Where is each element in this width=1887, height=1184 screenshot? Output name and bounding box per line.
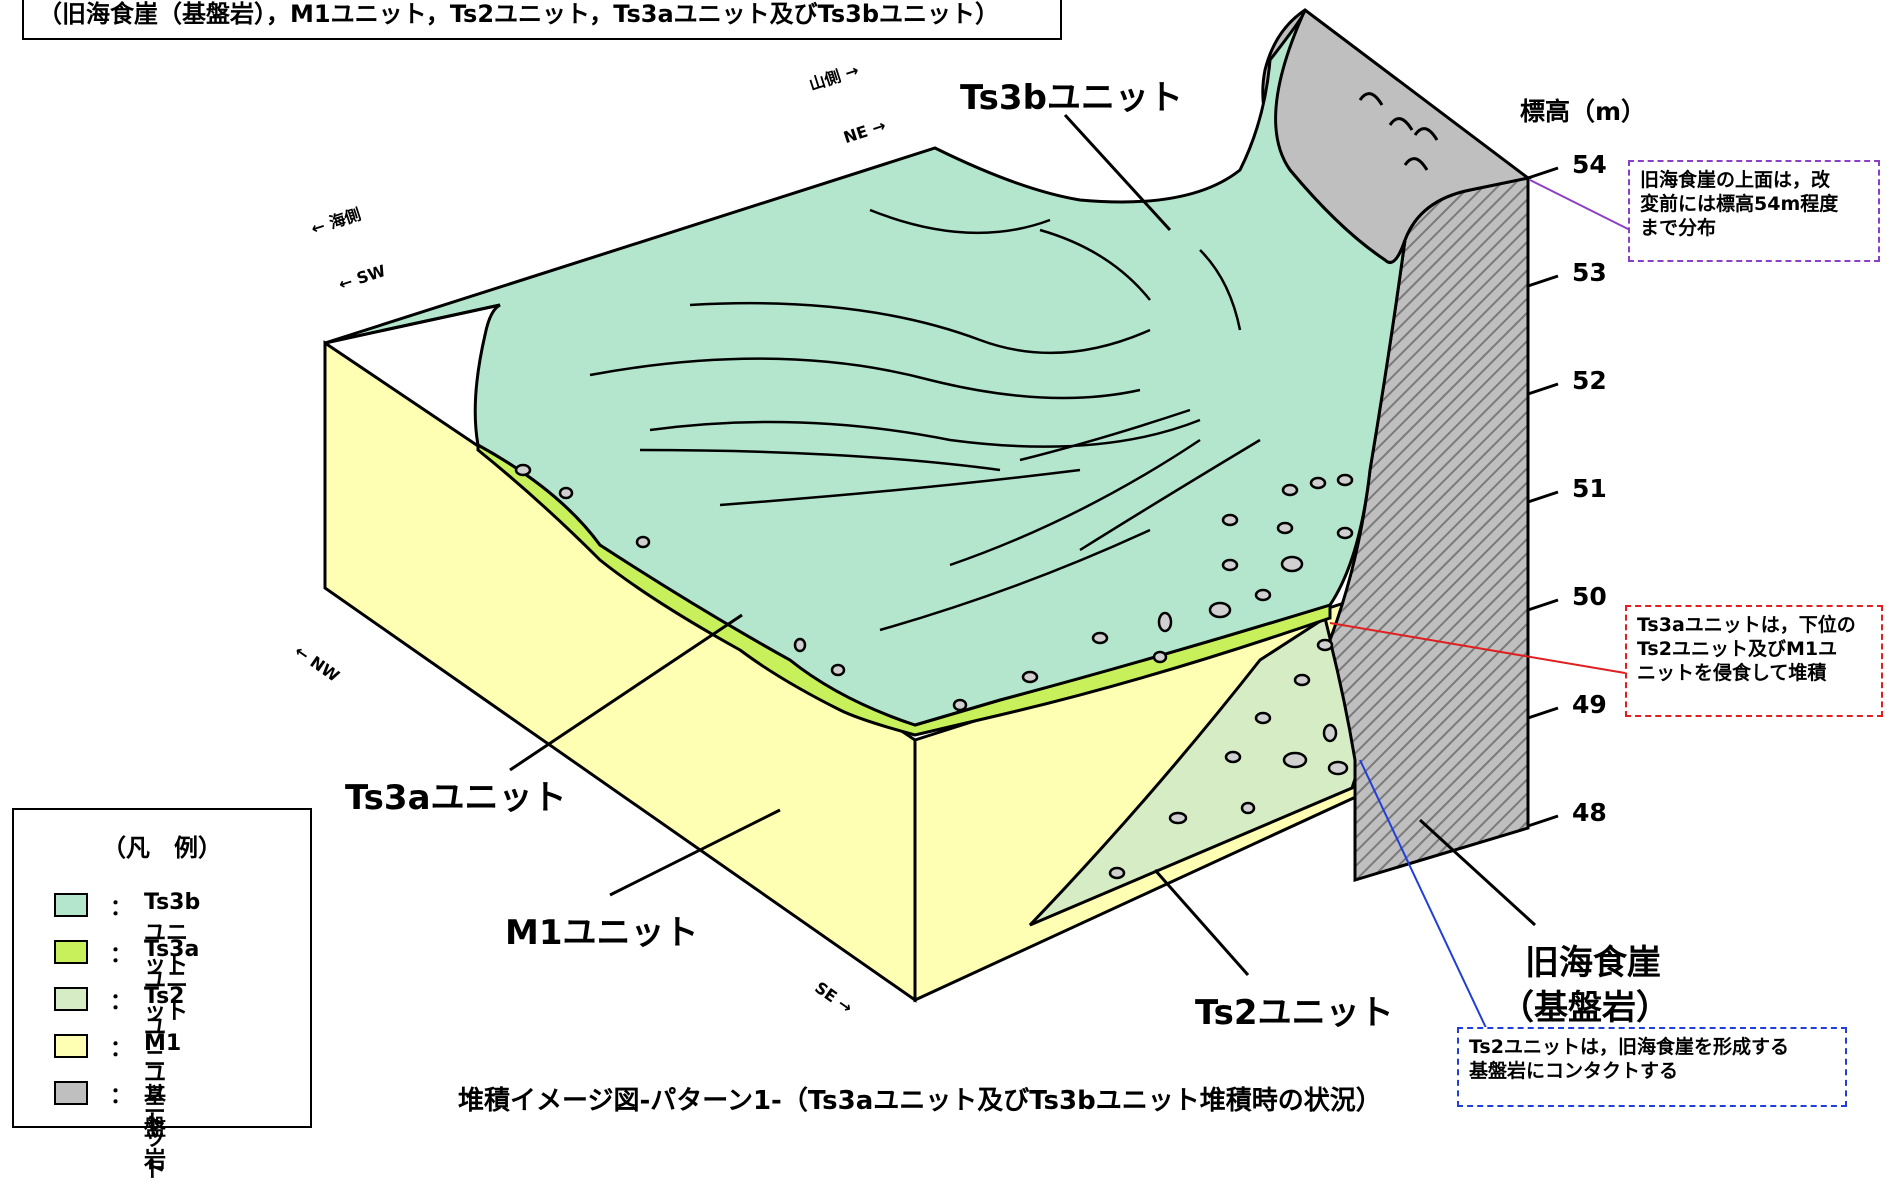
note-cliff-top-line1: 旧海食崖の上面は，改 bbox=[1640, 169, 1831, 191]
elevation-scale bbox=[1526, 166, 1559, 828]
note-cliff-top-line2: 変前には標高54m程度 bbox=[1640, 193, 1839, 215]
note-cliff-top-line3: まで分布 bbox=[1640, 217, 1717, 239]
note-ts3a-line1: Ts3aユニットは，下位の bbox=[1637, 614, 1856, 636]
figure-caption: 堆積イメージ図-パターン1-（Ts3aユニット及びTs3bユニット堆積時の状況） bbox=[458, 1086, 1382, 1116]
note-cliff-top: 旧海食崖の上面は，改 変前には標高54m程度 まで分布 bbox=[1628, 160, 1880, 262]
elevation-tick-50: 50 bbox=[1572, 582, 1607, 611]
leader-lines bbox=[509, 113, 1537, 976]
note-ts3a-line3: ニットを侵食して堆積 bbox=[1637, 662, 1827, 684]
elevation-tick-53: 53 bbox=[1572, 258, 1607, 287]
legend-title: （凡 例） bbox=[102, 834, 222, 862]
label-ts2: Ts2ユニット bbox=[1195, 993, 1394, 1033]
legend: （凡 例） ： Ts3bユニット ： Ts3aユニット ： Ts2ユニット ： … bbox=[12, 808, 312, 1183]
ts2-wedge bbox=[1028, 615, 1360, 927]
block-diagram bbox=[323, 8, 1631, 1031]
label-m1: M1ユニット bbox=[505, 913, 699, 953]
elevation-tick-51: 51 bbox=[1572, 474, 1607, 503]
legend-swatch-bedrock bbox=[54, 1081, 88, 1105]
legend-swatch-ts3a bbox=[54, 940, 88, 964]
label-cliff-sub: （基盤岩） bbox=[1500, 988, 1670, 1028]
label-ts3b: Ts3bユニット bbox=[960, 78, 1183, 118]
legend-swatch-m1 bbox=[54, 1034, 88, 1058]
note-ts2-line1: Ts2ユニットは，旧海食崖を形成する bbox=[1469, 1036, 1789, 1058]
legend-swatch-ts2 bbox=[54, 987, 88, 1011]
label-cliff: 旧海食崖 bbox=[1525, 943, 1661, 983]
legend-swatch-ts3b bbox=[54, 893, 88, 917]
elevation-tick-48: 48 bbox=[1572, 798, 1607, 827]
elevation-tick-49: 49 bbox=[1572, 690, 1607, 719]
figure-title: （旧海食崖（基盤岩），M1ユニット，Ts2ユニット，Ts3aユニット及びTs3b… bbox=[38, 0, 1000, 28]
ts3b-flow-lines bbox=[589, 208, 1261, 632]
elevation-tick-52: 52 bbox=[1572, 366, 1607, 395]
elevation-title: 標高（m） bbox=[1520, 97, 1647, 126]
note-ts2-line2: 基盤岩にコンタクトする bbox=[1469, 1060, 1679, 1082]
label-ts3a: Ts3aユニット bbox=[345, 778, 567, 818]
note-ts3a-line2: Ts2ユニット及びM1ユ bbox=[1637, 638, 1838, 660]
gravel bbox=[514, 463, 1354, 880]
note-ts3a: Ts3aユニットは，下位の Ts2ユニット及びM1ユ ニットを侵食して堆積 bbox=[1625, 605, 1883, 717]
note-ts2: Ts2ユニットは，旧海食崖を形成する 基盤岩にコンタクトする bbox=[1457, 1027, 1847, 1107]
figure-title-box: （旧海食崖（基盤岩），M1ユニット，Ts2ユニット，Ts3aユニット及びTs3b… bbox=[22, 0, 1062, 40]
elevation-tick-54: 54 bbox=[1572, 150, 1607, 179]
